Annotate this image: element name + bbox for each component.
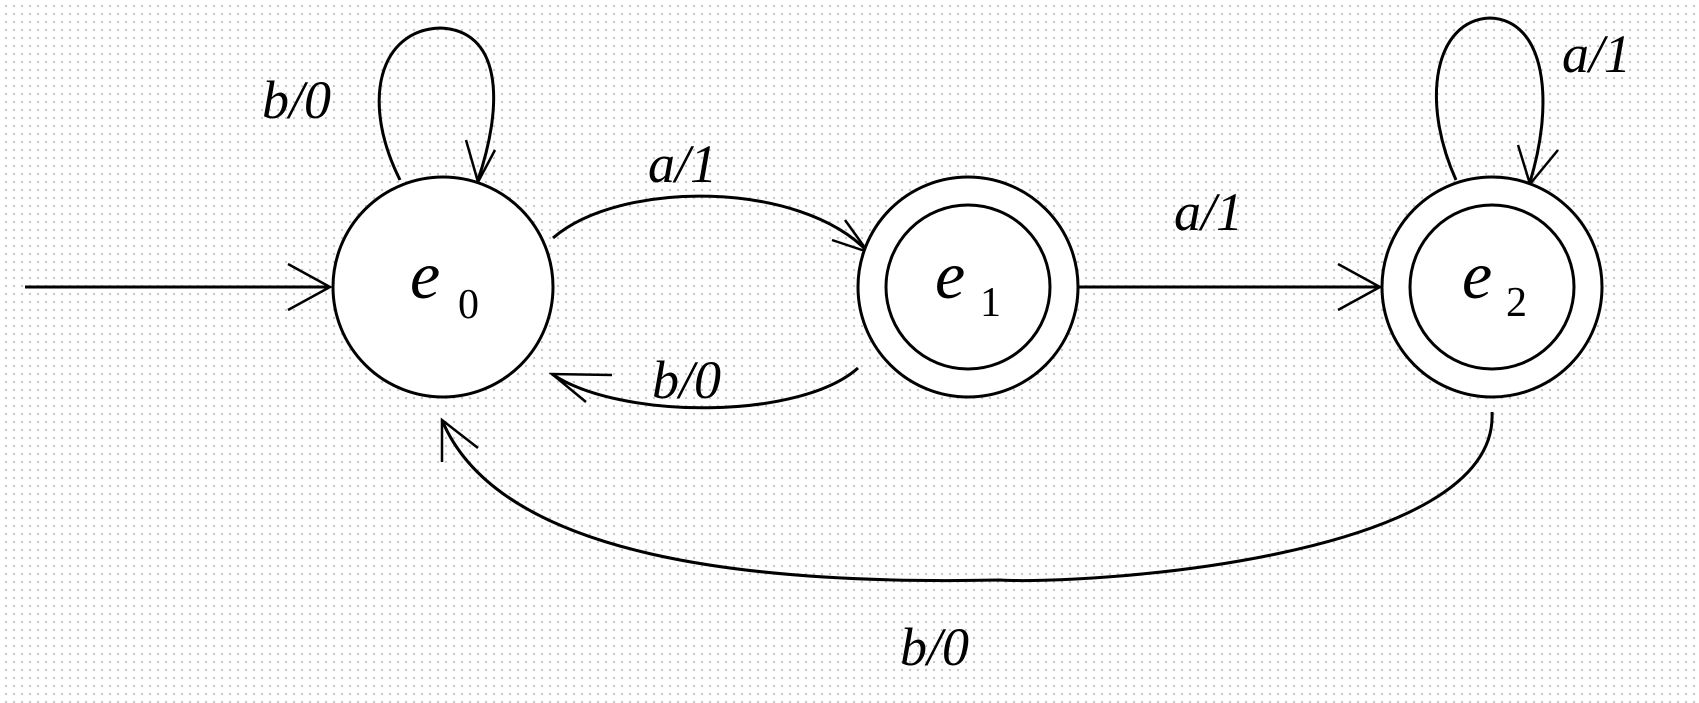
label-e2-to-e2: a/1 [1562, 24, 1631, 84]
label-e1-to-e2: a/1 [1174, 182, 1243, 242]
state-e0-subscript: 0 [458, 282, 479, 328]
transition-e2-to-e0: b/0 [440, 411, 1494, 677]
transition-e0-to-e0: b/0 [262, 26, 497, 186]
label-e0-to-e0: b/0 [262, 70, 331, 130]
transition-e1-to-e2: a/1 [1078, 182, 1383, 312]
initial-arrow [25, 262, 333, 312]
label-e2-to-e0: b/0 [900, 617, 969, 677]
state-e1-subscript: 1 [980, 280, 1001, 326]
state-e1-label: e [935, 237, 965, 313]
label-e0-to-e1: a/1 [648, 134, 717, 194]
state-e2-label: e [1462, 237, 1492, 313]
state-e2-subscript: 2 [1506, 280, 1527, 326]
state-e0-label: e [410, 237, 440, 313]
state-e1: e 1 [856, 175, 1080, 399]
transition-e0-to-e1: a/1 [552, 134, 872, 255]
transition-e2-to-e2: a/1 [1435, 16, 1631, 187]
transition-e1-to-e0: b/0 [548, 350, 859, 410]
label-e1-to-e0: b/0 [652, 350, 721, 410]
state-e2: e 2 [1380, 175, 1604, 399]
state-e0: e 0 [331, 175, 555, 399]
